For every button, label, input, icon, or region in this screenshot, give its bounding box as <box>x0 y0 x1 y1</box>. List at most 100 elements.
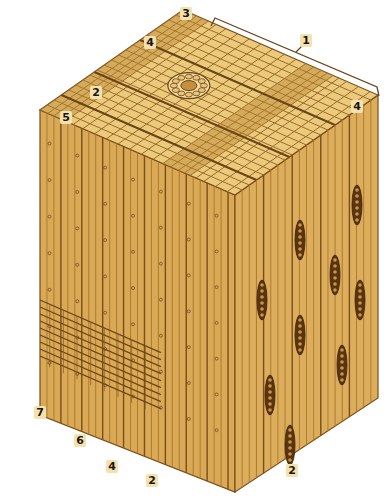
epithelial-cell <box>185 92 192 97</box>
ray-cell-wall <box>118 390 119 397</box>
ray-spindle <box>285 425 295 465</box>
ray-cell-wall <box>77 316 78 323</box>
epithelial-cell <box>178 75 185 80</box>
tracheid <box>270 170 271 469</box>
bordered-pit <box>104 239 107 242</box>
ray-cell-wall <box>63 331 64 338</box>
bracket <box>211 18 379 96</box>
tracheid <box>144 156 145 457</box>
epithelial-cell <box>200 83 207 88</box>
bordered-pit <box>215 321 218 324</box>
tracheid <box>227 192 228 489</box>
tracheid <box>349 115 350 417</box>
ray-cell <box>355 212 359 216</box>
callout-number: 2 <box>146 474 158 487</box>
ray-cell-wall <box>90 343 91 350</box>
callout-number: 5 <box>60 111 72 124</box>
ray-cell-wall <box>145 353 146 360</box>
bordered-pit <box>159 262 162 265</box>
tracheid <box>320 135 321 436</box>
ray-cell-wall <box>77 344 78 351</box>
ray-cell <box>358 289 362 293</box>
ray-cell-wall <box>49 304 50 311</box>
ray-cell-wall <box>49 311 50 318</box>
ray-cell-wall <box>77 323 78 330</box>
tracheid <box>116 143 117 445</box>
ray-cell <box>333 288 337 292</box>
ray-cell-wall <box>90 336 91 343</box>
latewood <box>163 64 333 176</box>
ray-cell <box>260 313 264 317</box>
tracheid <box>81 128 82 431</box>
bordered-pit <box>104 311 107 314</box>
ray-cell-wall <box>49 353 50 360</box>
ray-cell <box>333 270 337 274</box>
ray-cell-wall <box>63 338 64 345</box>
ray-cell <box>298 324 302 328</box>
epithelial-cell <box>170 83 177 88</box>
bordered-pit <box>187 310 190 313</box>
bordered-pit <box>48 288 51 291</box>
callout-number: 2 <box>286 464 298 477</box>
bordered-pit <box>76 300 79 303</box>
ray-cell-wall <box>118 334 119 341</box>
ray-cell-wall <box>104 328 105 335</box>
ray-cell-wall <box>104 370 105 377</box>
epithelial-cell <box>198 79 205 84</box>
tracheid <box>74 125 75 429</box>
ray-cell-wall <box>49 360 50 367</box>
tracheid <box>277 165 278 464</box>
ray-cell-wall <box>77 351 78 358</box>
tracheid <box>327 130 328 431</box>
ray-cell <box>298 348 302 352</box>
tracheid <box>123 146 124 448</box>
ray-cell <box>298 342 302 346</box>
ray-cell <box>355 194 359 198</box>
ray-cells <box>40 321 161 374</box>
callout-number: 7 <box>34 406 46 419</box>
ray-cell-wall <box>77 330 78 337</box>
ray-cell-wall <box>49 339 50 346</box>
tracheid <box>313 140 314 440</box>
bordered-pit <box>187 417 190 420</box>
ray-spindle <box>330 255 340 295</box>
ray <box>61 95 256 180</box>
tracheid <box>158 162 159 462</box>
ray-cell-wall <box>77 337 78 344</box>
bordered-pit <box>187 238 190 241</box>
ray-cells <box>40 342 161 395</box>
bordered-pit <box>215 250 218 253</box>
ray-cell-wall <box>145 402 146 409</box>
bordered-pit <box>76 190 79 193</box>
tracheid <box>285 160 286 459</box>
bordered-pit <box>132 287 135 290</box>
bordered-pit <box>159 226 162 229</box>
ray-cell <box>340 354 344 358</box>
ray-cell-wall <box>131 382 132 389</box>
tracheid <box>370 100 371 403</box>
bordered-pit <box>187 346 190 349</box>
tracheid <box>53 116 54 420</box>
tracheid <box>95 134 96 437</box>
tracheid <box>88 131 89 434</box>
bordered-pit <box>48 252 51 255</box>
tracheid <box>306 145 307 445</box>
ray-cell-wall <box>90 371 91 378</box>
epithelial-cell <box>185 74 192 79</box>
ray-cell <box>298 330 302 334</box>
bordered-pit <box>76 227 79 230</box>
bordered-pit <box>132 178 135 181</box>
ray-cell <box>260 283 264 287</box>
ray-cell-wall <box>145 360 146 367</box>
epithelial-cell <box>193 91 200 96</box>
ray-cell-wall <box>90 378 91 385</box>
ray-cell-wall <box>131 347 132 354</box>
ray-cell <box>288 434 292 438</box>
callout-number: 6 <box>74 434 86 447</box>
tracheid <box>299 150 300 450</box>
resin-canal-lumen <box>181 81 197 91</box>
ray-cell-wall <box>63 352 64 359</box>
ray-cell-wall <box>145 388 146 395</box>
ray-cell-wall <box>145 395 146 402</box>
